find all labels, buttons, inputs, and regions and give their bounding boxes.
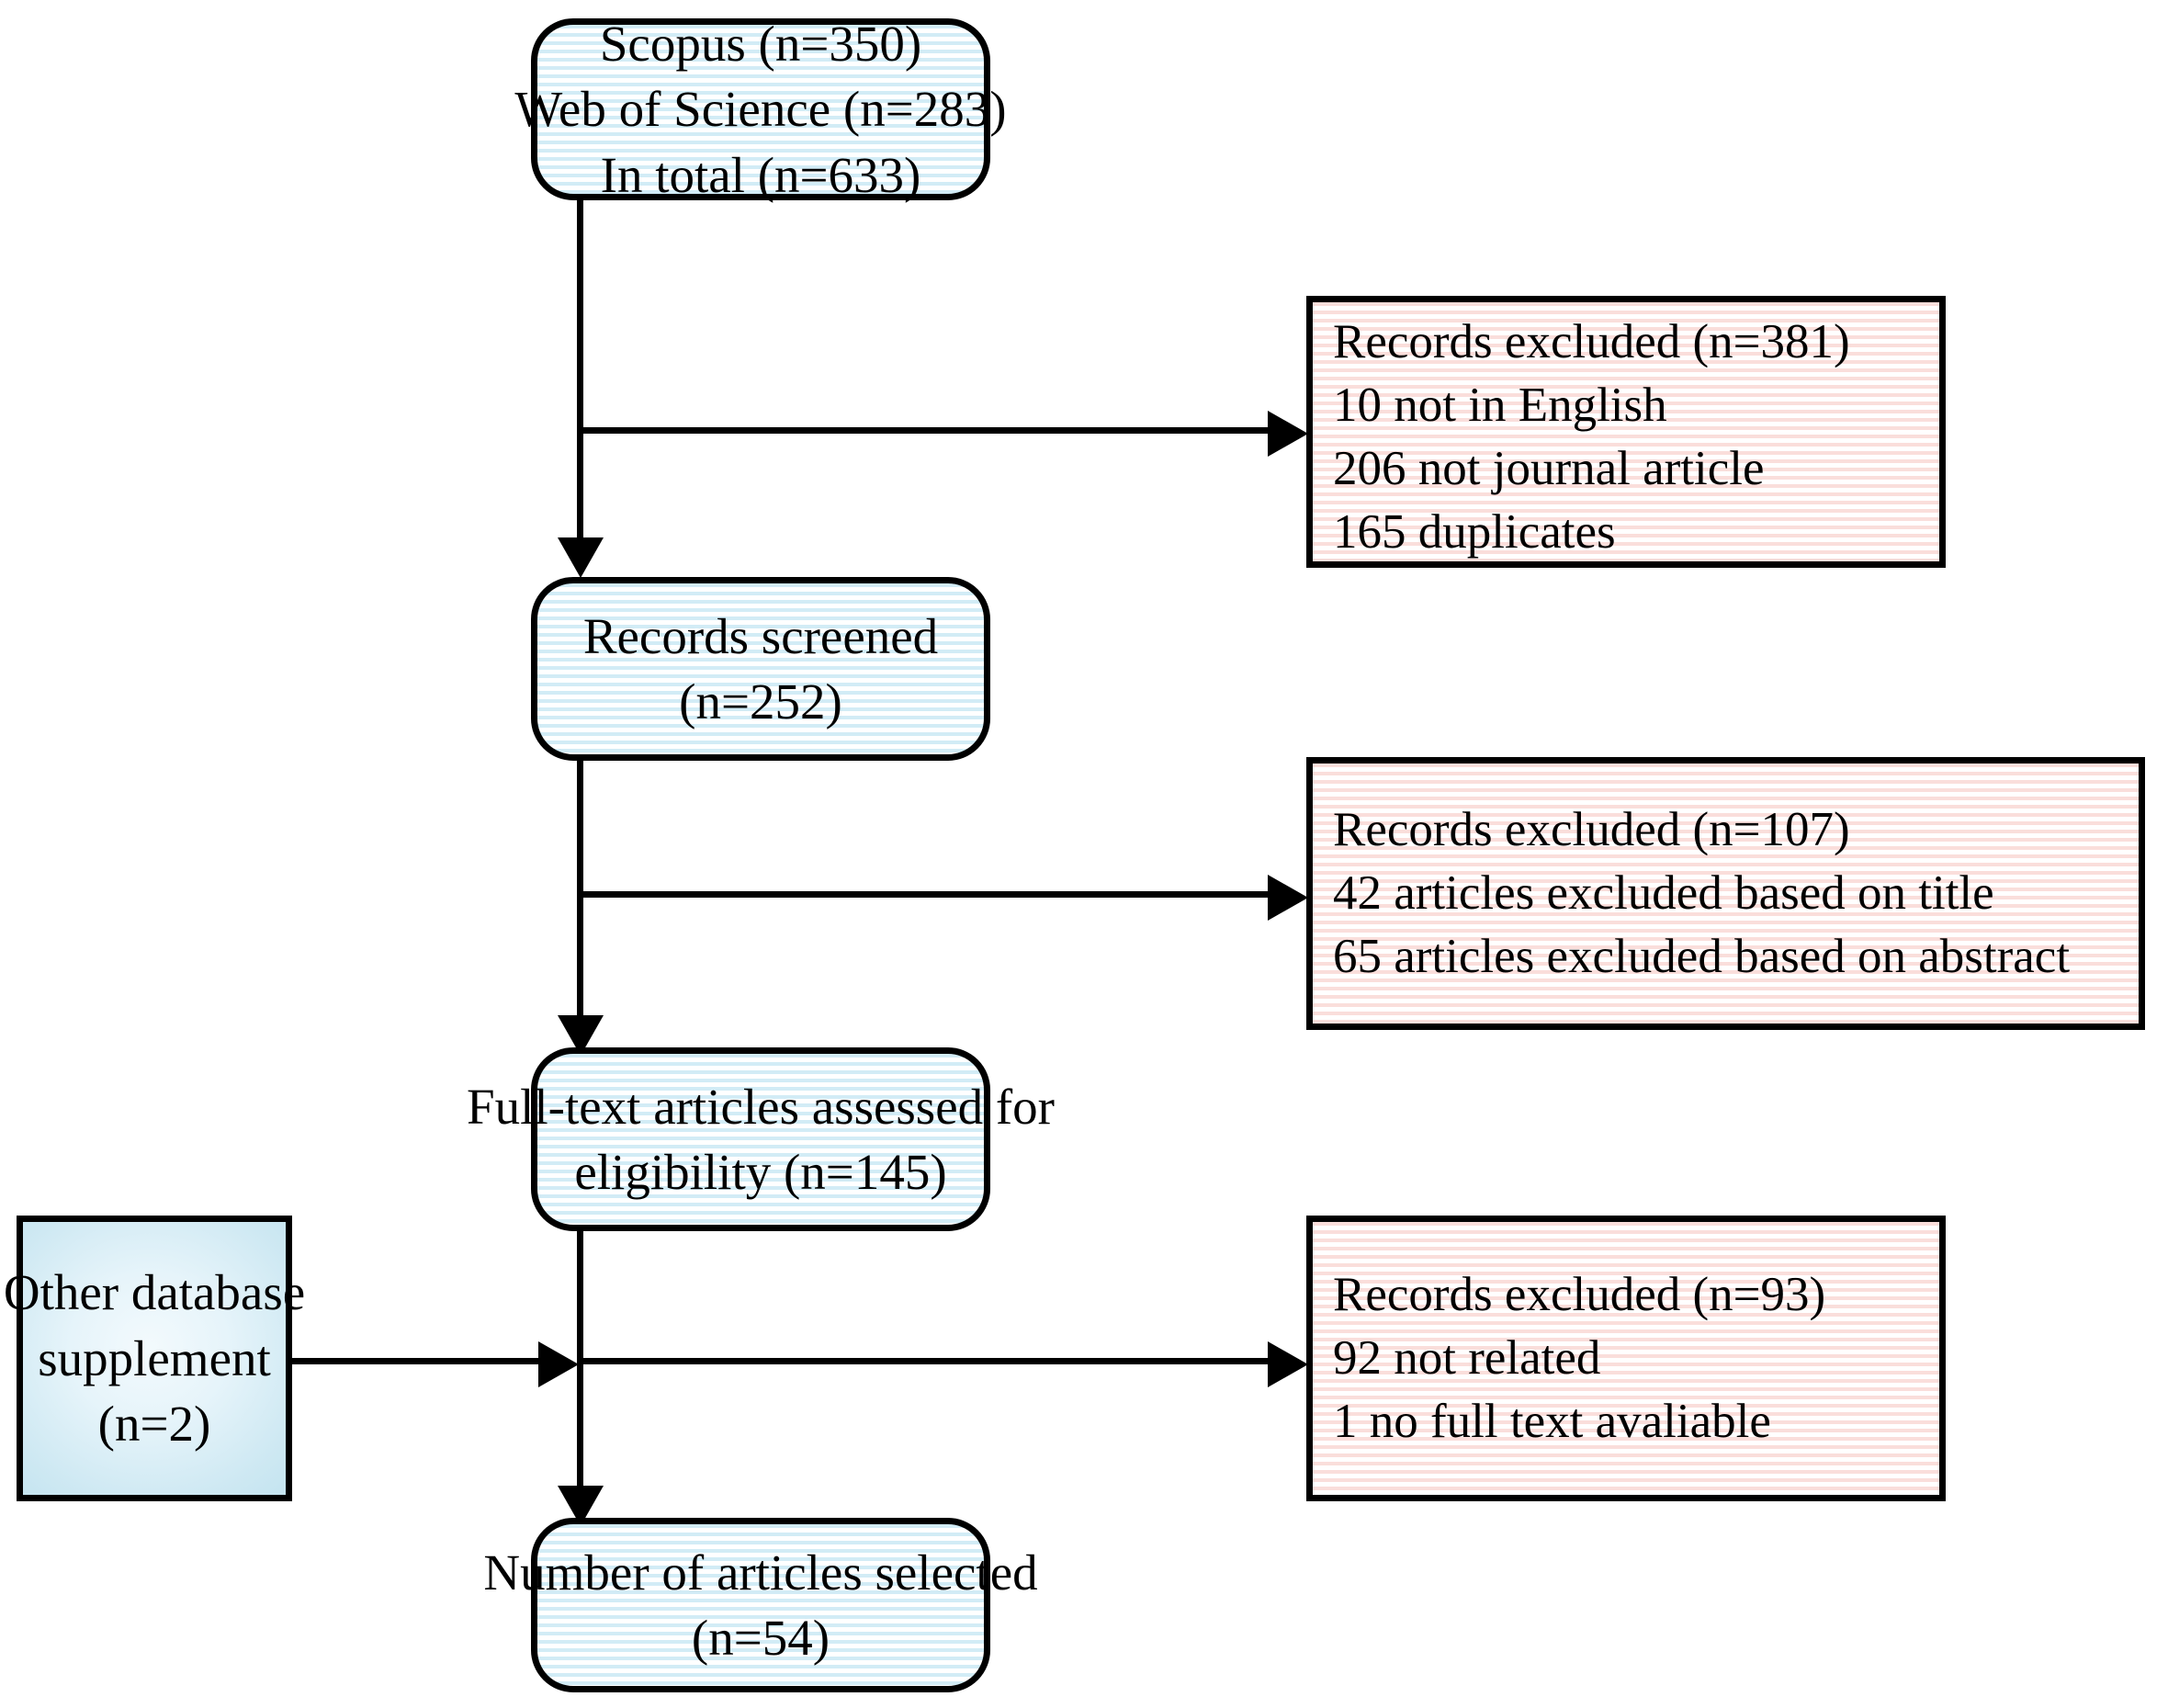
node-supplement[interactable]: Other database supplement (n=2)	[4, 1216, 305, 1501]
connector-screened-to-eligibility	[577, 761, 583, 1055]
node-excluded-2[interactable]: Records excluded (n=107) 42 articles exc…	[1306, 757, 2145, 1030]
node-excluded-2-line-1: Records excluded (n=107)	[1333, 803, 1850, 857]
connector-identification-to-screened	[577, 200, 583, 548]
node-included-line-2: (n=54)	[691, 1610, 830, 1666]
node-included[interactable]: Number of articles selected (n=54)	[483, 1518, 1038, 1692]
node-excluded-1-line-4: 165 duplicates	[1333, 504, 1616, 559]
node-eligibility-line-1: Full-text articles assessed for	[467, 1078, 1055, 1135]
connector-eligibility-to-excluded-3	[577, 1358, 1275, 1364]
node-screened[interactable]: Records screened (n=252)	[531, 577, 990, 761]
node-excluded-1-line-2: 10 not in English	[1333, 379, 1667, 433]
node-identification[interactable]: Scopus (n=350) Web of Science (n=283) In…	[514, 16, 1006, 203]
node-excluded-1[interactable]: Records excluded (n=381) 10 not in Engli…	[1306, 296, 1946, 568]
node-excluded-1-line-1: Records excluded (n=381)	[1333, 315, 1850, 369]
node-eligibility-line-2: eligibility (n=145)	[574, 1144, 947, 1200]
node-eligibility[interactable]: Full-text articles assessed for eligibil…	[467, 1047, 1055, 1231]
arrowhead-to-screened	[558, 537, 604, 578]
node-screened-line-1: Records screened	[582, 607, 939, 664]
node-supplement-line-3: (n=2)	[97, 1396, 211, 1453]
node-identification-line-1: Scopus (n=350)	[599, 15, 922, 72]
connector-supplement-to-trunk	[292, 1358, 538, 1364]
connector-identification-to-excluded-1	[577, 427, 1275, 434]
node-identification-line-2: Web of Science (n=283)	[514, 81, 1007, 138]
node-excluded-3[interactable]: Records excluded (n=93) 92 not related 1…	[1306, 1216, 1946, 1501]
node-excluded-3-line-1: Records excluded (n=93)	[1333, 1268, 1826, 1322]
node-excluded-3-line-3: 1 no full text avaliable	[1333, 1394, 1771, 1448]
node-supplement-line-2: supplement	[38, 1329, 271, 1386]
connector-eligibility-to-included	[577, 1231, 583, 1525]
connector-screened-to-excluded-2	[577, 891, 1275, 898]
arrowhead-to-excluded-1	[1268, 411, 1308, 457]
node-supplement-line-1: Other database	[3, 1264, 306, 1321]
node-excluded-2-line-3: 65 articles excluded based on abstract	[1333, 929, 2071, 983]
node-excluded-3-line-2: 92 not related	[1333, 1331, 1601, 1386]
node-screened-line-2: (n=252)	[679, 673, 842, 730]
arrowhead-supplement-to-trunk	[538, 1341, 579, 1387]
node-identification-line-3: In total (n=633)	[600, 146, 921, 203]
node-excluded-2-line-2: 42 articles excluded based on title	[1333, 866, 1994, 921]
arrowhead-to-excluded-3	[1268, 1341, 1308, 1387]
node-included-line-1: Number of articles selected	[483, 1544, 1038, 1601]
arrowhead-to-excluded-2	[1268, 875, 1308, 921]
node-excluded-1-line-3: 206 not journal article	[1333, 442, 1765, 495]
